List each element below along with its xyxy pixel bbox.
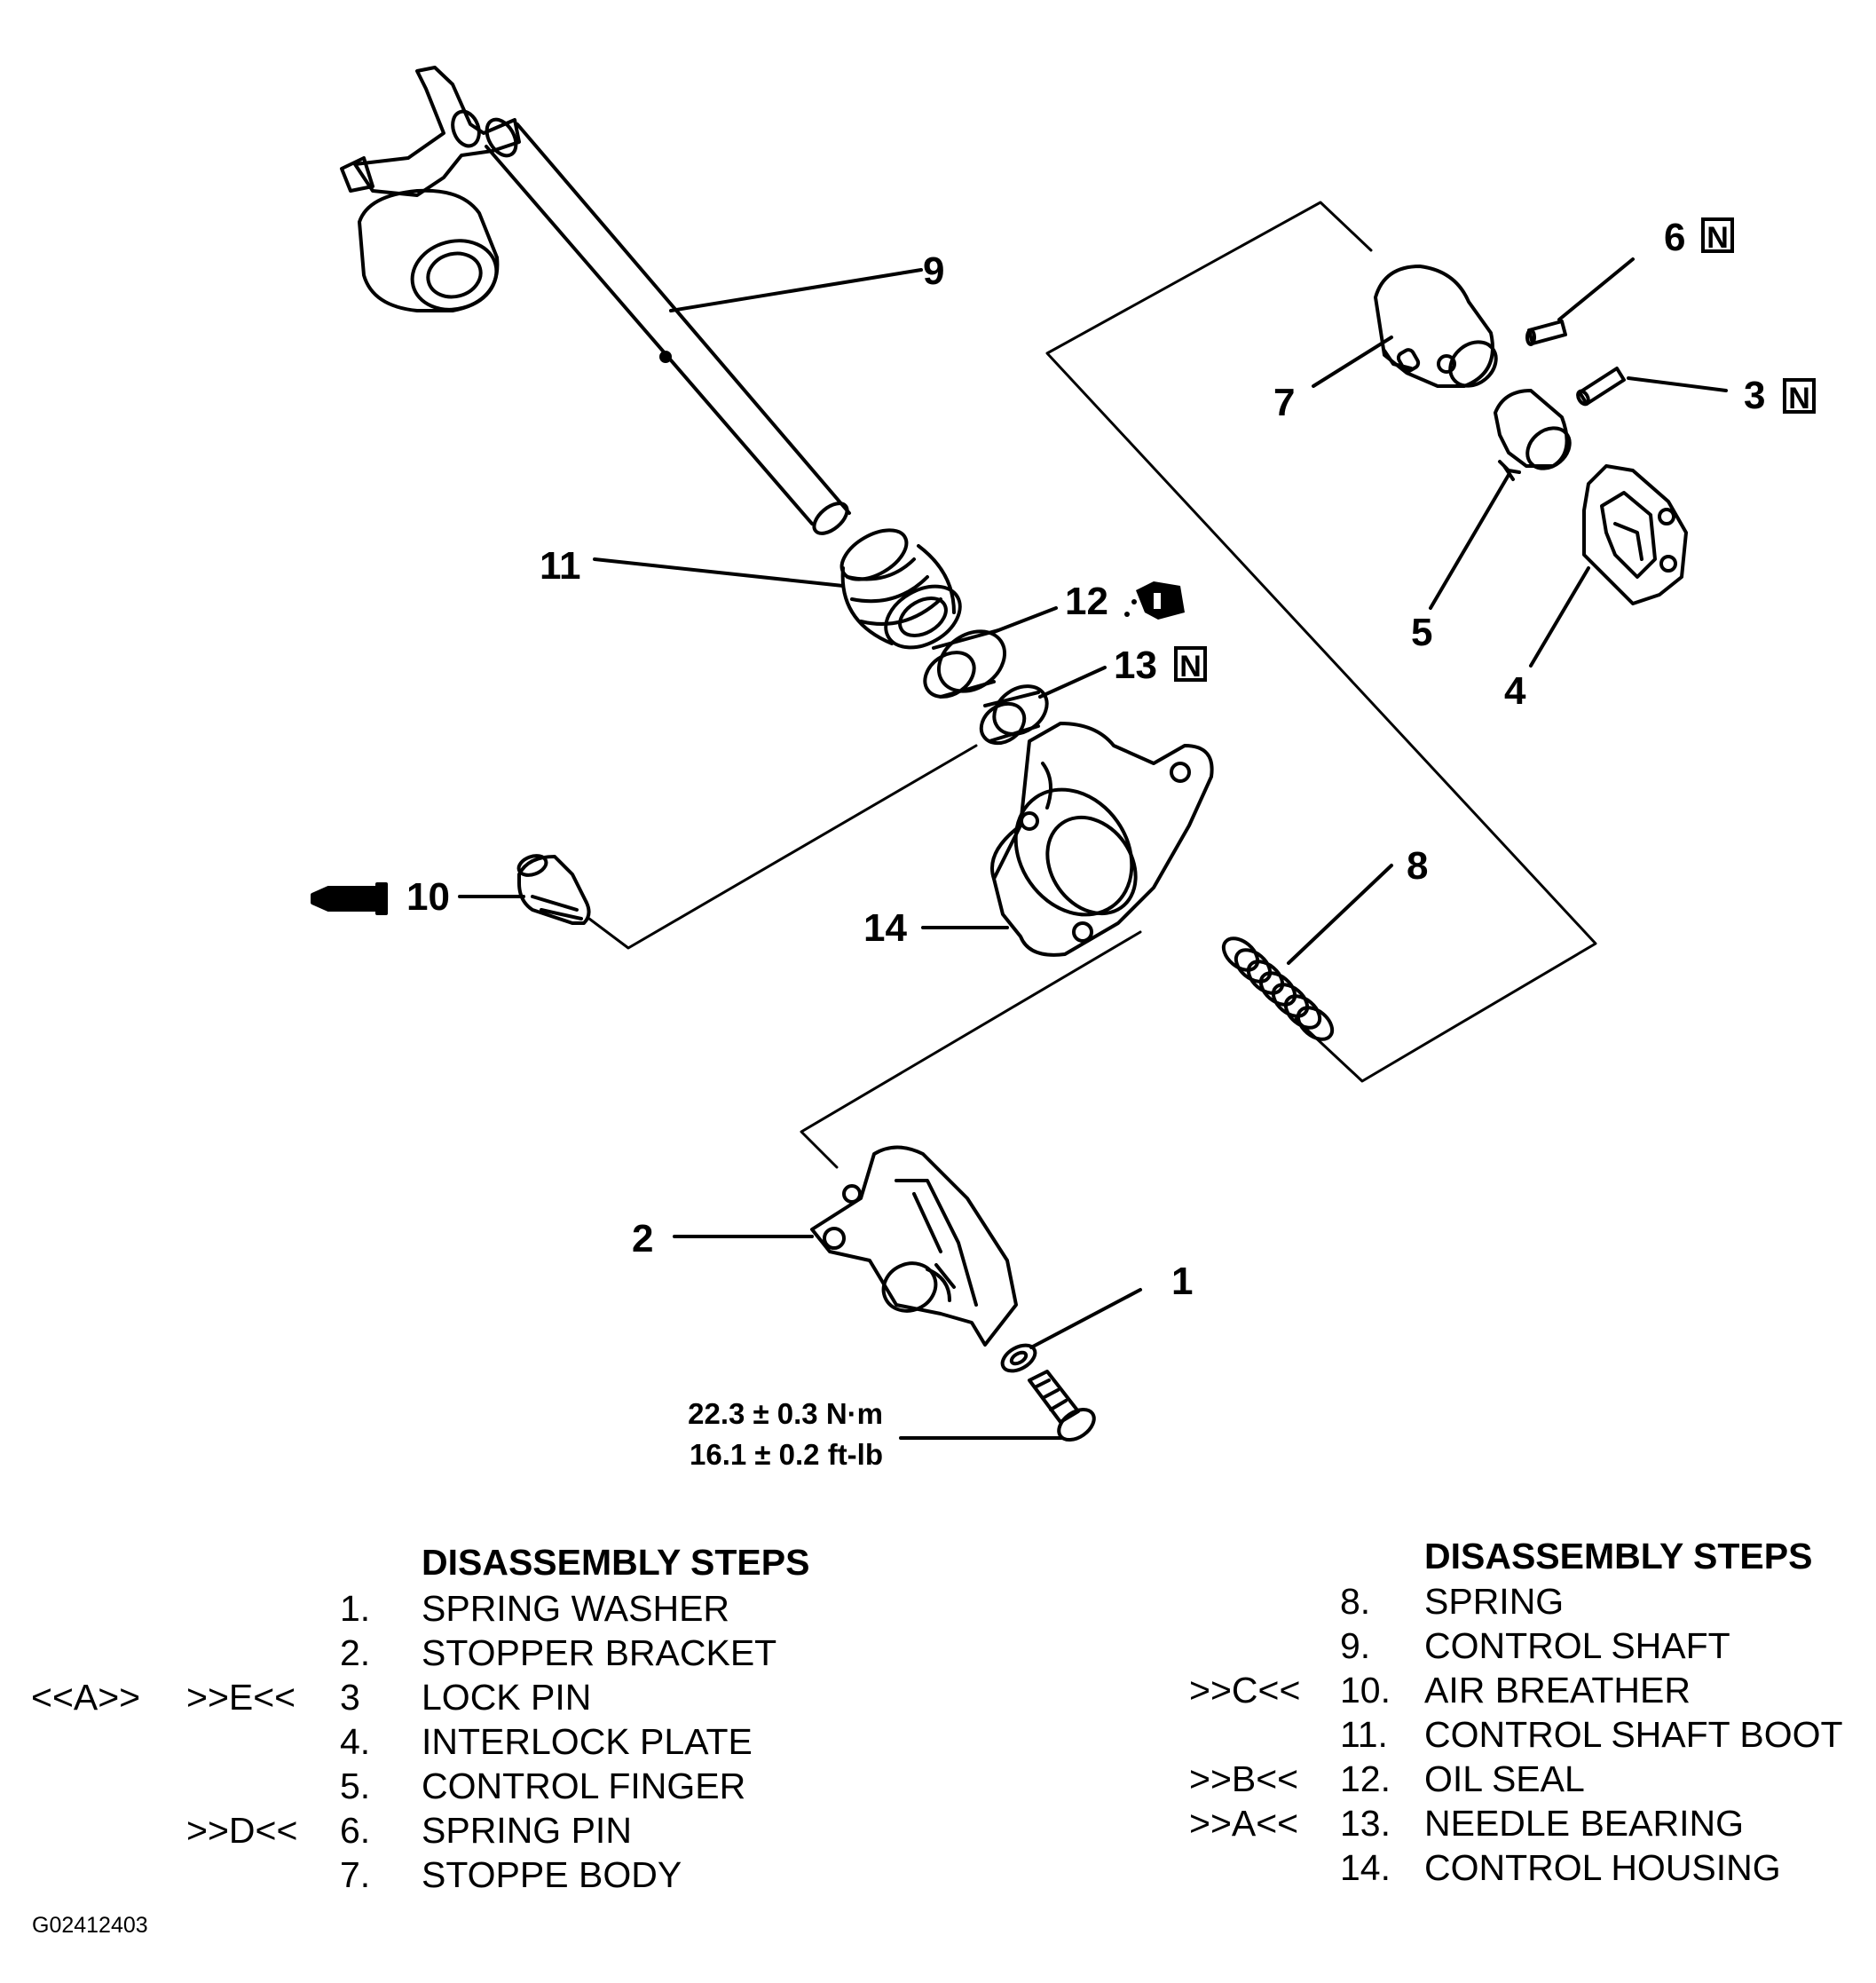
leader-13 [1038, 666, 1107, 699]
step-label: CONTROL FINGER [422, 1766, 746, 1806]
leader-3 [1627, 376, 1728, 392]
torque-imperial: 16.1 ± 0.2 ft-lb [690, 1438, 883, 1471]
callout-11: 11 [540, 544, 581, 588]
callout-4: 4 [1504, 669, 1526, 713]
step-number: 8. [1340, 1581, 1371, 1622]
step-label: CONTROL SHAFT [1424, 1625, 1730, 1666]
step-number: 1. [340, 1588, 371, 1629]
callout-6: 6 [1664, 216, 1685, 259]
step-number: 2. [340, 1632, 371, 1673]
step-mark: >>D<< [186, 1810, 298, 1851]
step-number: 3 [340, 1677, 360, 1718]
steps-heading-right: DISASSEMBLY STEPS [1424, 1536, 1813, 1576]
callout-12: 12 [1065, 580, 1108, 623]
step-label: STOPPE BODY [422, 1854, 682, 1895]
needle-bearing-part [979, 684, 1049, 746]
spring-washer-part [1000, 1343, 1037, 1373]
interlock-plate-part [1582, 464, 1688, 605]
apply-oil-icon [1124, 581, 1185, 620]
callout-9: 9 [923, 249, 944, 293]
step-number: 12. [1340, 1758, 1391, 1799]
callout-7: 7 [1273, 381, 1295, 424]
step-number: 5. [340, 1766, 371, 1806]
step-label: OIL SEAL [1424, 1758, 1585, 1799]
spring-part [1221, 936, 1335, 1041]
step-mark: >>C<< [1189, 1670, 1301, 1710]
control-housing-part [990, 722, 1214, 957]
step-label: NEEDLE BEARING [1424, 1803, 1744, 1844]
callout-8: 8 [1407, 844, 1428, 888]
callout-13: 13 [1114, 644, 1157, 687]
step-number: 14. [1340, 1847, 1391, 1888]
control-finger-part [1494, 389, 1572, 481]
step-label: STOPPER BRACKET [422, 1632, 777, 1673]
leader-7 [1312, 336, 1393, 388]
stopper-body-part [1374, 265, 1498, 388]
torque-metric: 22.3 ± 0.3 N·m [688, 1397, 883, 1430]
callout-2: 2 [632, 1217, 653, 1260]
step-mark: >>E<< [186, 1677, 296, 1718]
step-number: 7. [340, 1854, 371, 1895]
callout-1: 1 [1171, 1260, 1193, 1303]
callout-14: 14 [863, 906, 907, 950]
bolt-part [1028, 1370, 1096, 1442]
leader-1 [1029, 1288, 1142, 1349]
leader-9 [669, 268, 923, 312]
oil-seal-part [923, 628, 1007, 699]
step-label: CONTROL HOUSING [1424, 1847, 1781, 1888]
spring-pin-part [1525, 320, 1567, 346]
step-label: AIR BREATHER [1424, 1670, 1691, 1710]
new-part-mark-6: N [1701, 217, 1734, 255]
step-number: 11. [1340, 1714, 1388, 1755]
figure-code: G02412403 [32, 1913, 148, 1938]
step-mark: >>B<< [1189, 1758, 1299, 1799]
callout-5: 5 [1411, 611, 1432, 654]
leader-12 [992, 606, 1058, 634]
step-number: 4. [340, 1721, 371, 1762]
step-label: LOCK PIN [422, 1677, 592, 1718]
svg-text:N: N [1179, 650, 1202, 683]
step-label: SPRING [1424, 1581, 1565, 1622]
step-label: SPRING WASHER [422, 1588, 730, 1629]
new-part-mark-13: N [1174, 646, 1207, 683]
leader-4 [1529, 566, 1590, 668]
stopper-bracket-part [810, 1145, 1018, 1347]
step-mark: >>A<< [1189, 1803, 1299, 1844]
callout-10: 10 [406, 875, 450, 919]
air-breather-part [516, 854, 591, 925]
leader-8 [1287, 864, 1393, 965]
step-mark: <<A>> [31, 1677, 141, 1718]
new-part-mark-3: N [1783, 378, 1816, 415]
step-number: 10. [1340, 1670, 1391, 1710]
callout-3: 3 [1744, 374, 1765, 417]
assembly-bracket-lines [587, 201, 1597, 1169]
svg-text:N: N [1788, 382, 1810, 415]
step-number: 13. [1340, 1803, 1391, 1844]
leader-11 [593, 557, 845, 588]
sealant-tube-icon [311, 882, 388, 915]
step-label: CONTROL SHAFT BOOT [1424, 1714, 1843, 1755]
step-label: INTERLOCK PLATE [422, 1721, 753, 1762]
step-label: SPRING PIN [422, 1810, 632, 1851]
step-number: 6. [340, 1810, 371, 1851]
step-number: 9. [1340, 1625, 1371, 1666]
control-shaft-boot-part [839, 528, 962, 650]
lock-pin-part [1576, 367, 1626, 407]
steps-heading-left: DISASSEMBLY STEPS [422, 1542, 810, 1583]
svg-text:N: N [1707, 221, 1729, 255]
control-shaft-part [340, 66, 851, 535]
leader-5 [1429, 473, 1510, 610]
leader-6 [1557, 257, 1635, 321]
